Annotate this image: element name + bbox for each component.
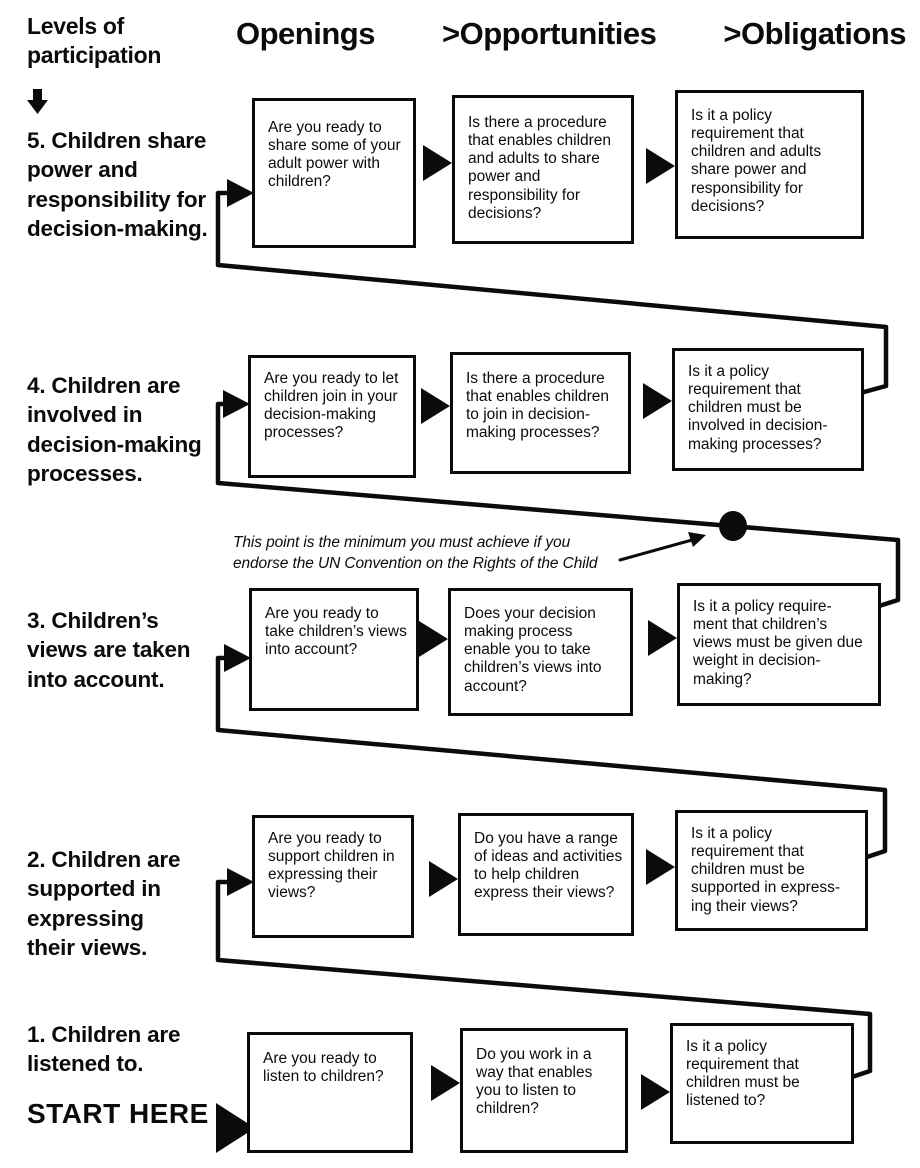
- level-4-label: 4. Children are involved in decision-mak…: [27, 373, 202, 486]
- level-5-obligations-box: Is it a policy requirement that children…: [675, 90, 864, 239]
- level-1-obligations-box: Is it a policy requirement that children…: [670, 1023, 854, 1144]
- uncrc-minimum-note: This point is the minimum you must achie…: [233, 534, 598, 572]
- entry-arrow-level3: [224, 644, 251, 672]
- note-pointer-line: [618, 538, 694, 562]
- down-arrow-icon: [27, 89, 48, 114]
- level-3-label: 3. Children’s views are taken into accou…: [27, 608, 191, 692]
- level-4-openings-box: Are you ready to let children join in yo…: [248, 355, 416, 478]
- level-2-obligations-box: Is it a policy requirement that children…: [675, 810, 868, 931]
- page-title: Openings >Opportunities >Obligations: [236, 16, 906, 52]
- level-4-obligations-box: Is it a policy requirement that children…: [672, 348, 864, 471]
- level-2-label: 2. Children are supported in expressing …: [27, 847, 181, 960]
- flow-arrow-level2-1: [429, 861, 458, 897]
- level-3-opportunities-box: Does your decision making process enable…: [448, 588, 633, 716]
- title-openings: Openings: [236, 16, 375, 51]
- connector-level3-to-level4: [215, 401, 901, 609]
- start-here-label: START HERE: [27, 1098, 209, 1129]
- level-1-opportunities-box: Do you work in a way that enables you to…: [460, 1028, 628, 1153]
- level-5-openings-box: Are you ready to share some of your adul…: [252, 98, 416, 248]
- connector-level1-to-level2: [215, 879, 873, 1080]
- flow-arrow-level3-1: [419, 621, 448, 657]
- level-2-openings-box: Are you ready to support children in exp…: [252, 815, 414, 938]
- level-5-opportunities-box: Is there a procedure that enables childr…: [452, 95, 634, 244]
- title-opportunities: >Opportunities: [442, 16, 657, 51]
- flow-arrow-level5-1: [423, 145, 452, 181]
- flow-arrow-level1-1: [431, 1065, 460, 1101]
- connector-level4-to-level5: [215, 190, 889, 395]
- level-3-obligations-box: Is it a policy require- ment that childr…: [677, 583, 881, 706]
- flow-arrow-level2-2: [646, 849, 675, 885]
- flow-arrow-level3-2: [648, 620, 677, 656]
- entry-arrow-level2: [227, 868, 254, 896]
- flow-arrow-level5-2: [646, 148, 675, 184]
- level-5-label: 5. Children share power and responsibili…: [27, 128, 208, 241]
- level-2-opportunities-box: Do you have a range of ideas and activit…: [458, 813, 634, 936]
- start-here-arrow: [216, 1103, 255, 1153]
- note-pointer-arrowhead: [688, 532, 706, 547]
- connector-level2-to-level3: [215, 655, 888, 860]
- level-3-openings-box: Are you ready to take children’s views i…: [249, 588, 419, 711]
- level-1-openings-box: Are you ready to listen to children?: [247, 1032, 413, 1153]
- entry-arrow-level4: [223, 390, 250, 418]
- title-obligations: >Obligations: [723, 16, 906, 51]
- level-4-opportunities-box: Is there a procedure that enables childr…: [450, 352, 631, 474]
- entry-arrow-level5: [227, 179, 254, 207]
- level-1-label: 1. Children are listened to.: [27, 1022, 181, 1077]
- flow-arrow-level4-1: [421, 388, 450, 424]
- minimum-point-dot: [719, 511, 747, 541]
- flow-arrow-level4-2: [643, 383, 672, 419]
- flow-arrow-level1-2: [641, 1074, 670, 1110]
- levels-of-participation-heading: Levels of participation: [27, 13, 162, 69]
